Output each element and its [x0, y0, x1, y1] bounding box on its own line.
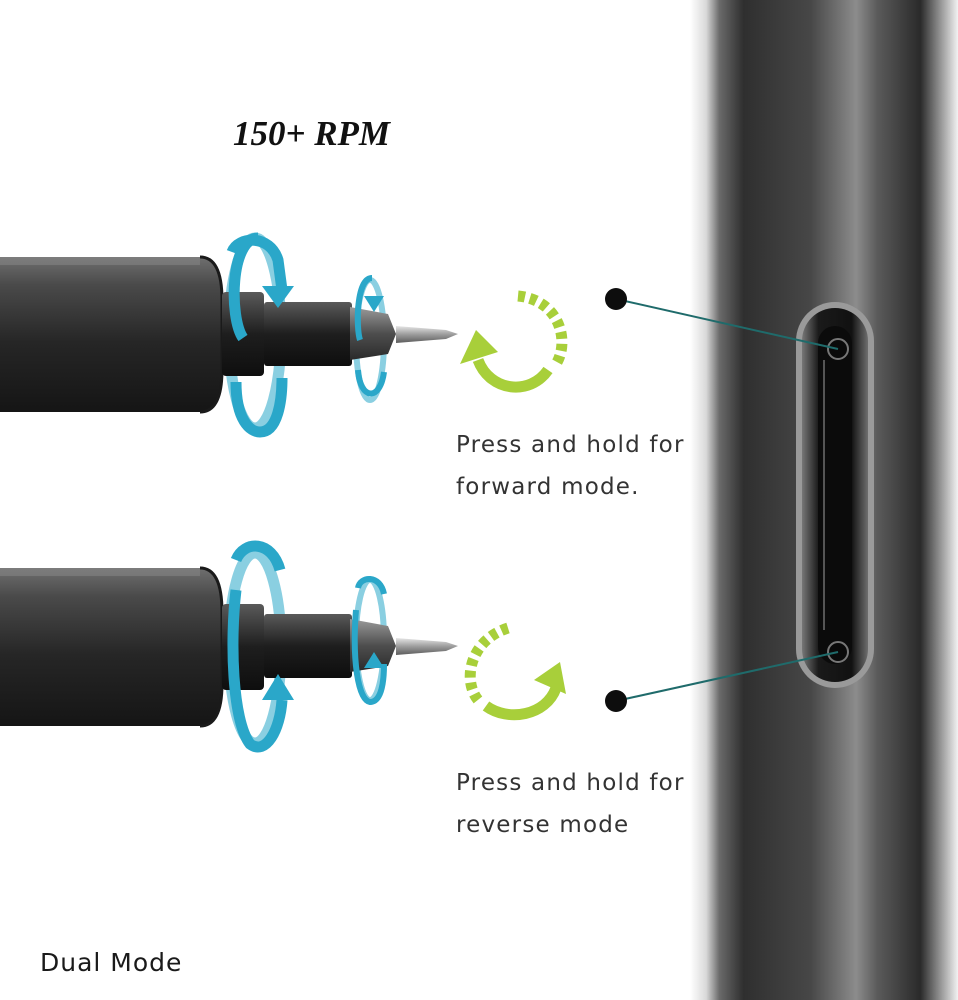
forward-callout-dot: [605, 288, 627, 310]
rpm-headline: 150+ RPM: [233, 114, 391, 153]
callout-lines: [605, 288, 839, 712]
screwdriver-reverse: [0, 540, 566, 753]
forward-mode-text-line1: Press and hold for: [456, 432, 685, 458]
dual-mode-label: Dual Mode: [40, 948, 183, 977]
reverse-mode-text-line1: Press and hold for: [456, 770, 685, 796]
forward-mode-text-line2: forward mode.: [456, 474, 640, 500]
reverse-callout-dot: [605, 690, 627, 712]
forward-direction-arrow-icon: [460, 290, 568, 393]
handle-body: [690, 0, 958, 1000]
reverse-direction-arrow-icon: [464, 622, 566, 721]
screwdriver-forward: [0, 232, 568, 438]
reverse-mode-text-line2: reverse mode: [456, 812, 630, 838]
